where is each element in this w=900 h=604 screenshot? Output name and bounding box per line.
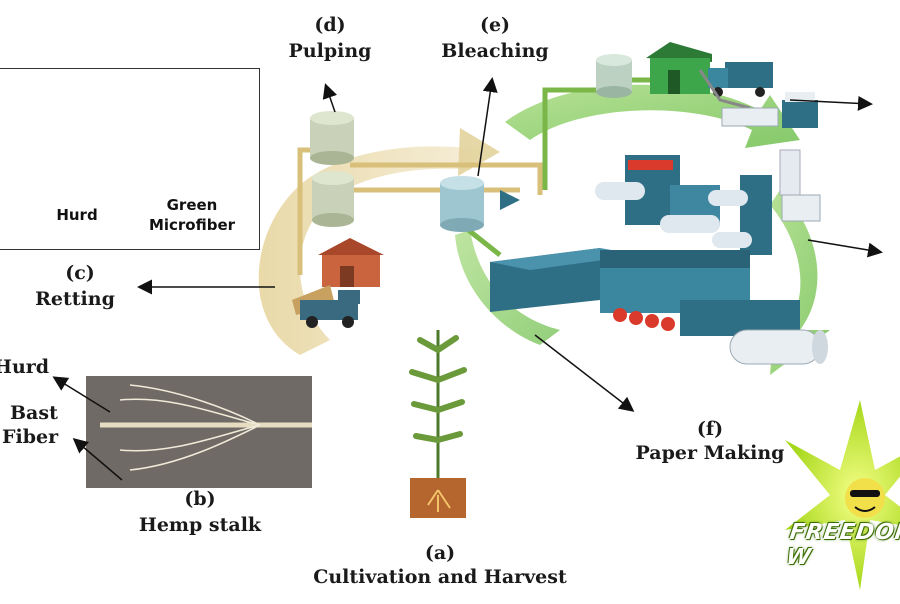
red-rollers: [613, 308, 675, 331]
green-shed: [646, 42, 712, 94]
fiber-samples-panel: Hurd Green Microfiber: [0, 68, 260, 250]
pointer-arrows: [52, 77, 883, 481]
stage-c-title: Retting: [35, 288, 115, 310]
hemp-stalk-photo: [86, 376, 312, 488]
retting-shed: [318, 238, 384, 287]
stage-a-title: Cultivation and Harvest: [313, 566, 567, 588]
stage-f-letter: (f): [696, 418, 724, 440]
stalk-label-hurd: Hurd: [0, 356, 50, 378]
stage-d-letter: (d): [314, 14, 346, 36]
storage-tank: [596, 54, 632, 98]
delivery-truck: [698, 62, 773, 110]
stage-a-letter: (a): [424, 542, 456, 564]
hemp-plant-illustration: [409, 330, 467, 518]
sample-label-hurd: Hurd: [56, 206, 98, 224]
paper-stacks-top: [721, 92, 818, 128]
stalk-label-fiber: Fiber: [2, 426, 59, 448]
stage-c-letter: (c): [65, 262, 95, 284]
stage-f-title: Paper Making: [635, 442, 785, 464]
stage-b-title: Hemp stalk: [138, 514, 262, 536]
watermark-text: FREEDOM W: [784, 520, 900, 570]
stage-e-title: Bleaching: [441, 40, 549, 62]
stage-e-letter: (e): [479, 14, 511, 36]
watermark-logo: [785, 400, 900, 590]
stage-d-title: Pulping: [288, 40, 372, 62]
stage-b-letter: (b): [184, 488, 216, 510]
sample-label-green-microfiber: Green Microfiber: [148, 196, 236, 234]
stalk-label-bast: Bast: [10, 402, 58, 424]
pulping-tank-upper: [310, 111, 354, 165]
pulping-tank-lower: [312, 171, 354, 227]
bleaching-tank: [440, 176, 484, 232]
finishing-machine: [595, 149, 821, 255]
retting-truck: [292, 285, 360, 328]
paper-making-machine: [490, 248, 828, 365]
